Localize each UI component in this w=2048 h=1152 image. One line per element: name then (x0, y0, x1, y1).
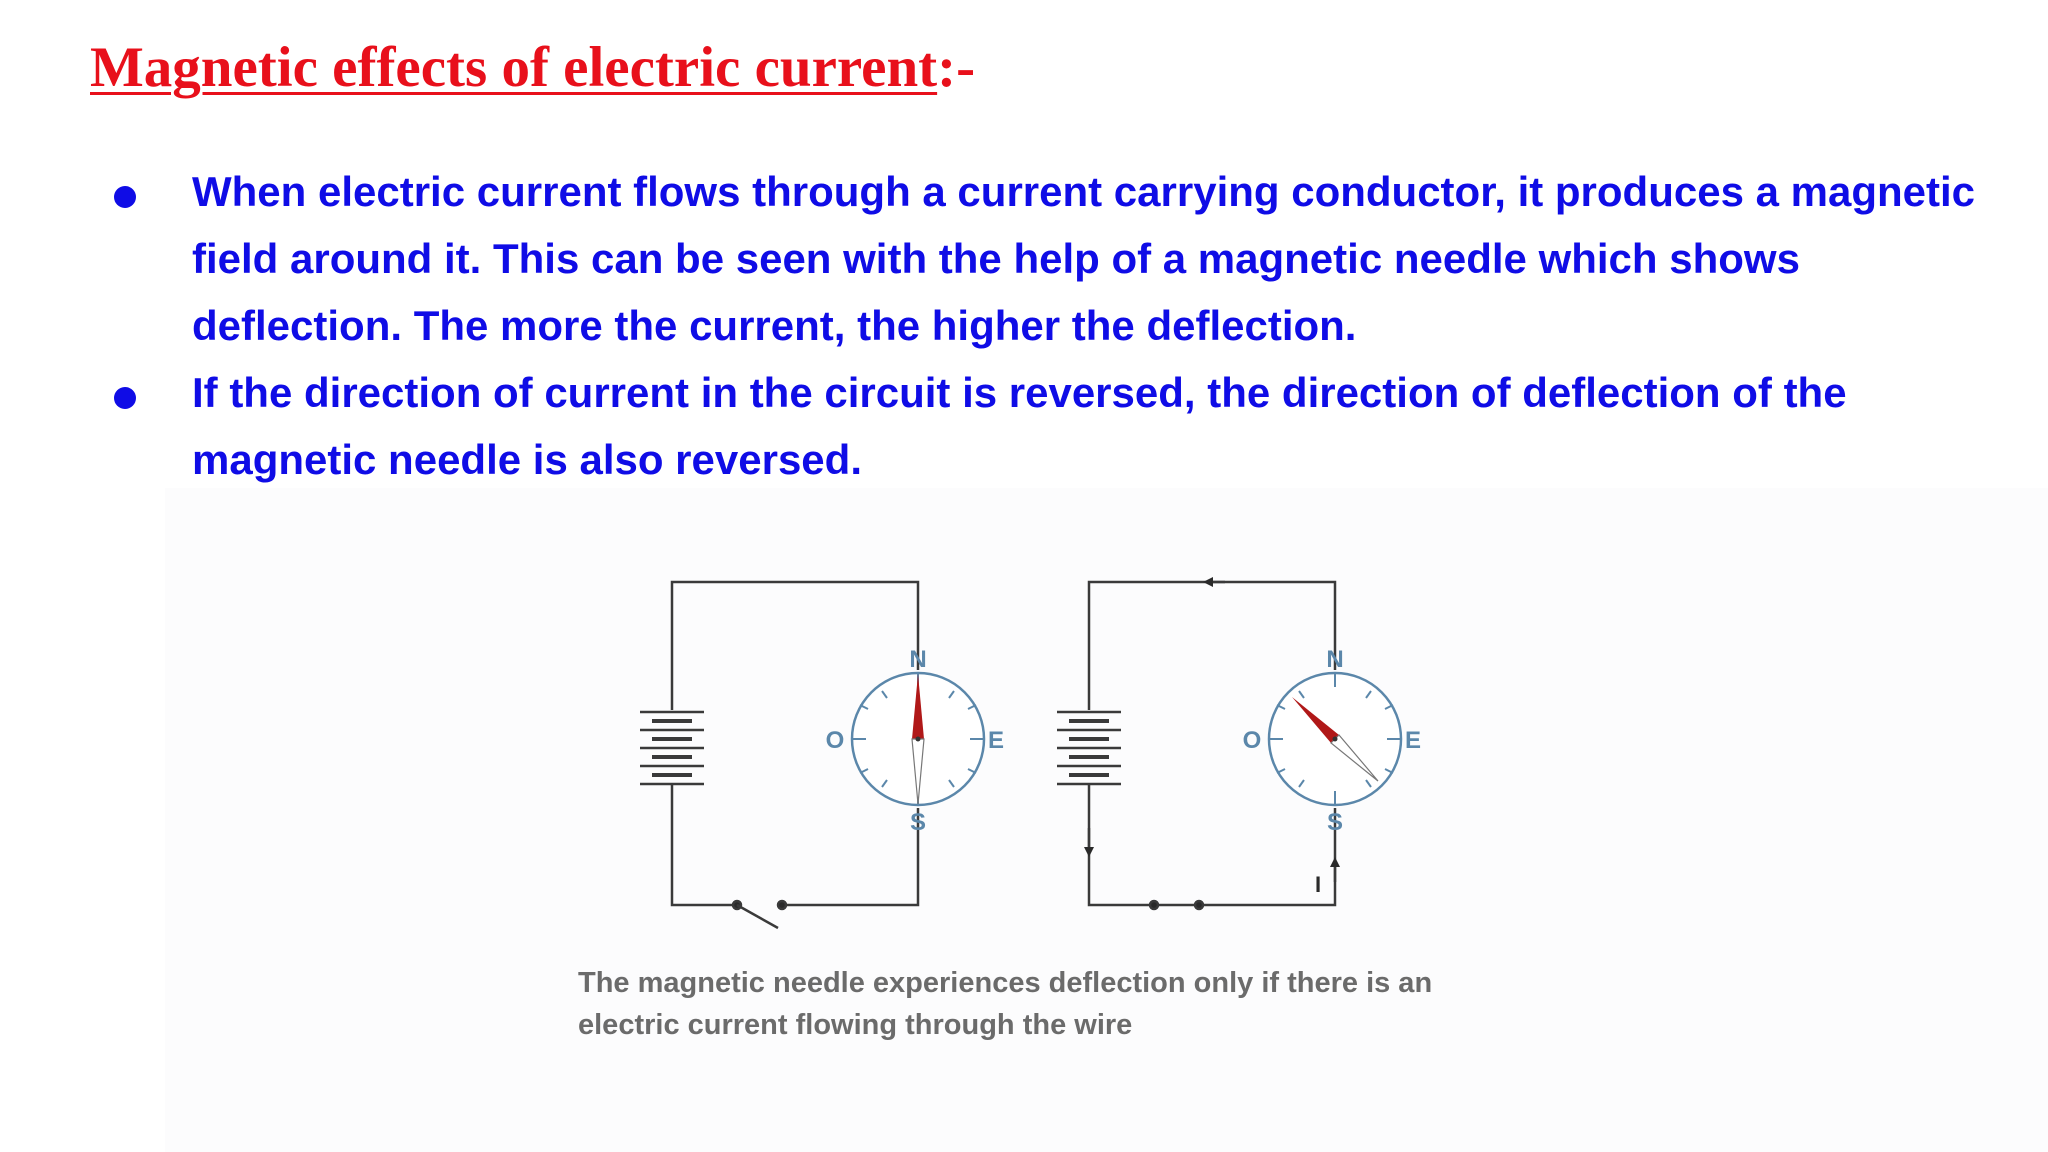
current-label: I (1315, 872, 1321, 897)
needle-north-deflected (1292, 697, 1339, 743)
compass-right: N S O E (1243, 646, 1421, 836)
wire-right-left (785, 808, 920, 907)
bullet-dot-icon (114, 387, 136, 409)
bullet-dot-icon (114, 186, 136, 208)
compass-north-label: N (1326, 646, 1343, 673)
bullet-item: When electric current flows through a cu… (108, 158, 1978, 359)
wire-bottom-right (1087, 785, 1337, 907)
circuit-right (1057, 577, 1340, 911)
battery-right (1057, 710, 1121, 786)
figure-caption: The magnetic needle experiences deflecti… (578, 967, 1433, 1041)
switch-left (731, 899, 788, 930)
compass-east-label: E (988, 727, 1004, 754)
slide-title: Magnetic effects of electric current:- (90, 32, 975, 104)
wire-bottom-left (670, 785, 737, 907)
battery-left (640, 710, 704, 786)
compass-west-label: O (1243, 727, 1262, 754)
title-text: Magnetic effects of electric current (90, 36, 938, 99)
circuit-diagram: N S O E (640, 577, 1421, 930)
bullet-text: If the direction of current in the circu… (192, 369, 1847, 483)
compass-north-label: N (909, 646, 926, 673)
compass-south-label: S (1327, 809, 1343, 836)
bullet-text: When electric current flows through a cu… (192, 168, 1976, 349)
bullet-list: When electric current flows through a cu… (108, 158, 1978, 493)
compass-south-label: S (910, 809, 926, 836)
wire-top-left (670, 580, 920, 710)
circuit-left (640, 580, 920, 930)
figure-panel (165, 488, 2048, 1152)
compass-east-label: E (1405, 727, 1421, 754)
title-suffix: :- (937, 36, 976, 99)
switch-right (1148, 899, 1205, 911)
needle-north (912, 674, 924, 739)
compass-left: N S O E (826, 646, 1004, 836)
compass-west-label: O (826, 727, 845, 754)
bullet-item: If the direction of current in the circu… (108, 359, 1978, 493)
